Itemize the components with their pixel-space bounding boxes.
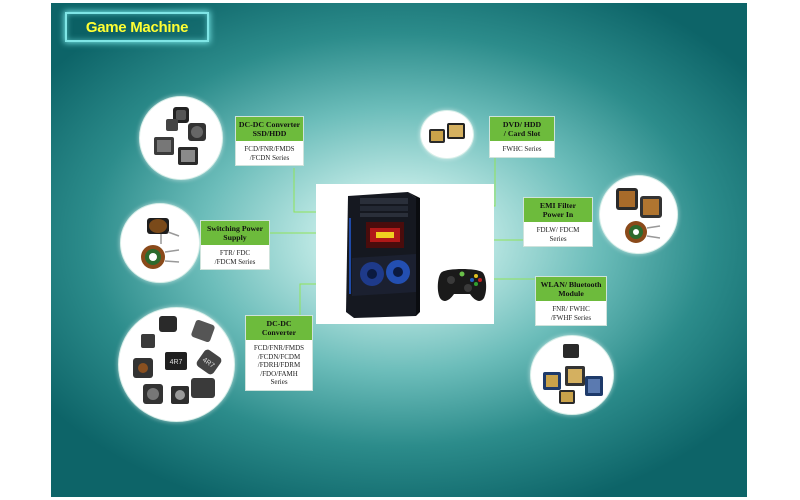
component-image-dcdc-converter: 4R7 4R7	[118, 307, 235, 422]
label-heading-line: Converter	[261, 328, 297, 337]
label-heading-line: DVD/ HDD	[502, 120, 542, 129]
smd-inductor-icon	[133, 316, 222, 404]
label-heading-line: WLAN/ Bluetooth	[540, 280, 602, 289]
game-machine-image	[316, 184, 494, 324]
toroid-inductor-icon	[141, 245, 180, 269]
label-series-line: /FDO/FAMH	[260, 369, 298, 378]
toroid-inductor-icon	[625, 221, 661, 243]
label-heading-line: / Card Slot	[503, 129, 541, 138]
label-series: FCD/FNR/FMDS /FCDN Series	[236, 141, 303, 165]
pc-tower-icon	[346, 192, 420, 318]
label-dcdc-converter: DC-DC Converter FCD/FNR/FMDS /FCDN/FCDM …	[245, 315, 313, 391]
label-heading: EMI Filter Power In	[524, 198, 592, 222]
label-dcdc-ssd: DC-DC Converter SSD/HDD FCD/FNR/FMDS /FC…	[235, 116, 304, 166]
label-series-line: /FWHF Series	[550, 313, 592, 322]
label-series-line: FDLW/ FDCM	[536, 226, 580, 234]
label-series-line: FCD/FNR/FMDS	[244, 145, 295, 153]
label-series-line: /FCDN/FCDM	[257, 352, 301, 361]
gamepad-icon	[437, 269, 487, 301]
smd-inductor-icon	[154, 107, 206, 165]
label-heading: DC-DC Converter	[246, 316, 312, 340]
label-emi-filter: EMI Filter Power In FDLW/ FDCM Series	[523, 197, 593, 247]
label-series-line: /FDRH/FDRM	[257, 361, 301, 369]
label-heading-line: Switching Power	[206, 224, 264, 233]
drum-inductor-icon	[147, 218, 180, 244]
label-series-line: /FCDN Series	[249, 153, 290, 162]
label-series: FCD/FNR/FMDS /FCDN/FCDM /FDRH/FDRM /FDO/…	[246, 340, 312, 390]
label-heading: DC-DC Converter SSD/HDD	[236, 117, 303, 141]
smd-inductor-icon	[616, 188, 662, 218]
label-series-line: FTR/ FDC	[219, 249, 251, 257]
label-series-line: Series	[270, 378, 288, 386]
component-image-dvd-hdd	[420, 110, 474, 159]
label-series: FDLW/ FDCM Series	[524, 222, 592, 246]
label-series-line: Series	[549, 234, 567, 243]
label-heading-line: DC-DC	[266, 319, 292, 328]
label-heading: Switching Power Supply	[201, 221, 269, 245]
component-image-dcdc-ssd	[139, 96, 223, 180]
label-series-line: FNR/ FWHC	[552, 305, 590, 313]
label-heading-line: DC-DC Converter	[238, 120, 301, 129]
label-switching-power: Switching Power Supply FTR/ FDC /FDCM Se…	[200, 220, 270, 270]
label-series: FWHC Series	[490, 141, 554, 157]
label-heading-line: Module	[558, 289, 584, 298]
label-heading: WLAN/ Bluetooth Module	[536, 277, 606, 301]
smd-inductor-icon	[429, 123, 465, 143]
label-series-line: FWHC Series	[502, 145, 542, 153]
label-heading-line: EMI Filter	[539, 201, 577, 210]
label-heading-line: Supply	[223, 233, 247, 242]
chip-mark-small: 4R7	[170, 359, 183, 366]
label-series-line: FCD/FNR/FMDS	[253, 344, 305, 352]
rf-module-icon	[543, 344, 603, 404]
page-title: Game Machine	[85, 18, 189, 36]
label-heading-line: SSD/HDD	[252, 129, 287, 138]
component-image-switching-power	[120, 203, 200, 283]
component-image-emi-filter	[599, 175, 678, 254]
label-series-line: /FDCM Series	[214, 257, 256, 266]
label-dvd-hdd: DVD/ HDD / Card Slot FWHC Series	[489, 116, 555, 158]
label-wlan-bt: WLAN/ Bluetooth Module FNR/ FWHC /FWHF S…	[535, 276, 607, 326]
label-heading-line: Power In	[542, 210, 574, 219]
label-heading: DVD/ HDD / Card Slot	[490, 117, 554, 141]
title-box: Game Machine	[65, 12, 209, 42]
component-image-wlan-bt	[530, 335, 614, 415]
label-series: FNR/ FWHC /FWHF Series	[536, 301, 606, 325]
label-series: FTR/ FDC /FDCM Series	[201, 245, 269, 269]
